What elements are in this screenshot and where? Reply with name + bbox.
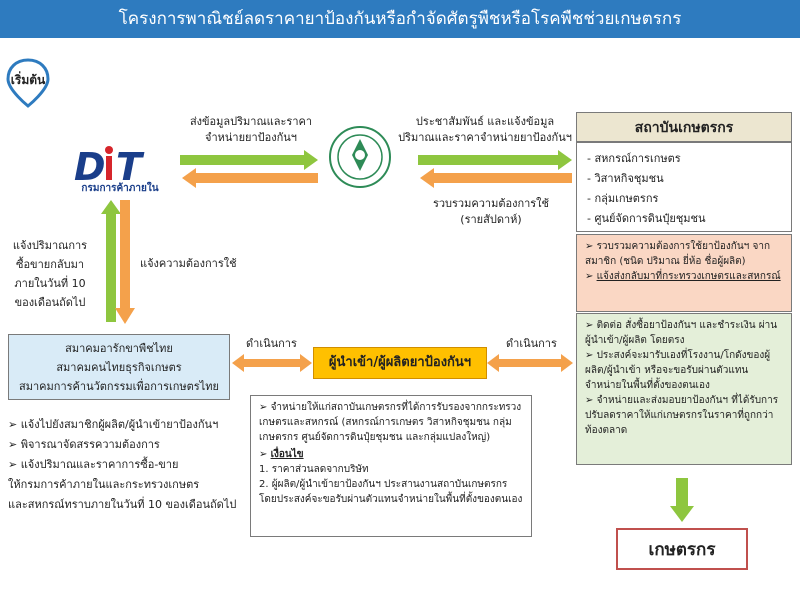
list-item: ➢ แจ้งส่งกลับมาที่กระทรวงเกษตรและสหกรณ์ [585, 271, 781, 282]
operate-label-right: ดำเนินการ [506, 337, 557, 350]
list-item: ➢ ประสงค์จะมารับเองที่โรงงาน/โกดังของผู้… [585, 350, 771, 391]
list-item: ➢ รวบรวมความต้องการใช้ยาป้องกันฯ จากสมาช… [585, 241, 771, 267]
arrows-dit-ministry [180, 150, 318, 188]
order-steps-box: ➢ ติดต่อ สั่งซื้อยาป้องกันฯ และชำระเงิน … [576, 313, 792, 465]
arrows-dit-association [101, 200, 135, 324]
list-item: ➢ พิจารณาจัดสรรความต้องการ [8, 438, 160, 451]
double-arrow-left [232, 354, 312, 372]
dit-logo: D T [74, 145, 145, 189]
list-item: ➢ จำหน่ายและส่งมอบยาป้องกันฯ ที่ได้รับกา… [585, 395, 779, 436]
notify-demand-label: แจ้งความต้องการใช้ [140, 257, 237, 270]
importer-conditions-box: ➢ จำหน่ายให้แก่สถาบันเกษตรกรที่ได้การรับ… [250, 395, 532, 537]
list-item: ➢ ติดต่อ สั่งซื้อยาป้องกันฯ และชำระเงิน … [585, 320, 778, 346]
list-item: - สหกรณ์การเกษตร [587, 152, 681, 165]
start-label: เริ่มต้น [10, 73, 46, 87]
institution-title: สถาบันเกษตรกร [576, 112, 792, 142]
arrows-ministry-institution [418, 150, 572, 188]
map-pin-icon [6, 58, 50, 108]
collect-demand-label: รวบรวมความต้องการใช้ (รายสัปดาห์) [432, 197, 550, 226]
report-volume-label: แจ้งปริมาณการ ซื้อขายกลับมา ภายในวันที่ … [12, 239, 88, 309]
list-item: - กลุ่มเกษตรกร [587, 192, 659, 205]
list-item: 2. ผู้ผลิต/ผู้นำเข้ายาป้องกันฯ ประสานงาน… [259, 479, 523, 505]
down-arrow-icon [670, 478, 694, 522]
association-actions: ➢ แจ้งไปยังสมาชิกผู้ผลิต/ผู้นำเข้ายาป้อง… [8, 415, 248, 515]
list-item: - ศูนย์จัดการดินปุ๋ยชุมชน [587, 212, 706, 225]
list-item: ➢ แจ้งปริมาณและราคาการซื้อ-ขาย [8, 458, 179, 471]
ministry-emblem [329, 126, 391, 188]
institution-list: - สหกรณ์การเกษตร - วิสาหกิจชุมชน - กลุ่ม… [576, 142, 792, 232]
list-item: - วิสาหกิจชุมชน [587, 172, 664, 185]
operate-label-left: ดำเนินการ [246, 337, 297, 350]
publicize-label: ประชาสัมพันธ์ และแจ้งข้อมูล ปริมาณและราค… [398, 115, 572, 144]
list-item: และสหกรณ์ทราบภายในวันที่ 10 ของเดือนถัดไ… [8, 498, 237, 511]
list-item: 1. ราคาส่วนลดจากบริษัท [259, 464, 369, 475]
dit-subtitle: กรมการค้าภายใน [81, 183, 159, 194]
associations-box: สมาคมอารักขาพืชไทย สมาคมคนไทยธุรกิจเกษตร… [8, 334, 230, 400]
svg-text:D: D [74, 145, 106, 189]
svg-text:T: T [116, 145, 145, 189]
list-item: ➢ แจ้งไปยังสมาชิกผู้ผลิต/ผู้นำเข้ายาป้อง… [8, 418, 219, 431]
send-data-label: ส่งข้อมูลปริมาณและราคา จำหน่ายยาป้องกันฯ [189, 115, 313, 144]
page-title: โครงการพาณิชย์ลดราคายาป้องกันหรือกำจัดศั… [0, 0, 800, 38]
collect-demand-box: ➢ รวบรวมความต้องการใช้ยาป้องกันฯ จากสมาช… [576, 234, 792, 312]
importer-box: ผู้นำเข้า/ผู้ผลิตยาป้องกันฯ [313, 347, 487, 379]
list-item: ➢ จำหน่ายให้แก่สถาบันเกษตรกรที่ได้การรับ… [259, 402, 522, 443]
condition-heading: ➢ เงื่อนไข [259, 449, 304, 460]
list-item: ให้กรมการค้าภายในและกระทรวงเกษตร [8, 478, 200, 491]
double-arrow-right [487, 354, 573, 372]
farmer-box: เกษตรกร [616, 528, 748, 570]
